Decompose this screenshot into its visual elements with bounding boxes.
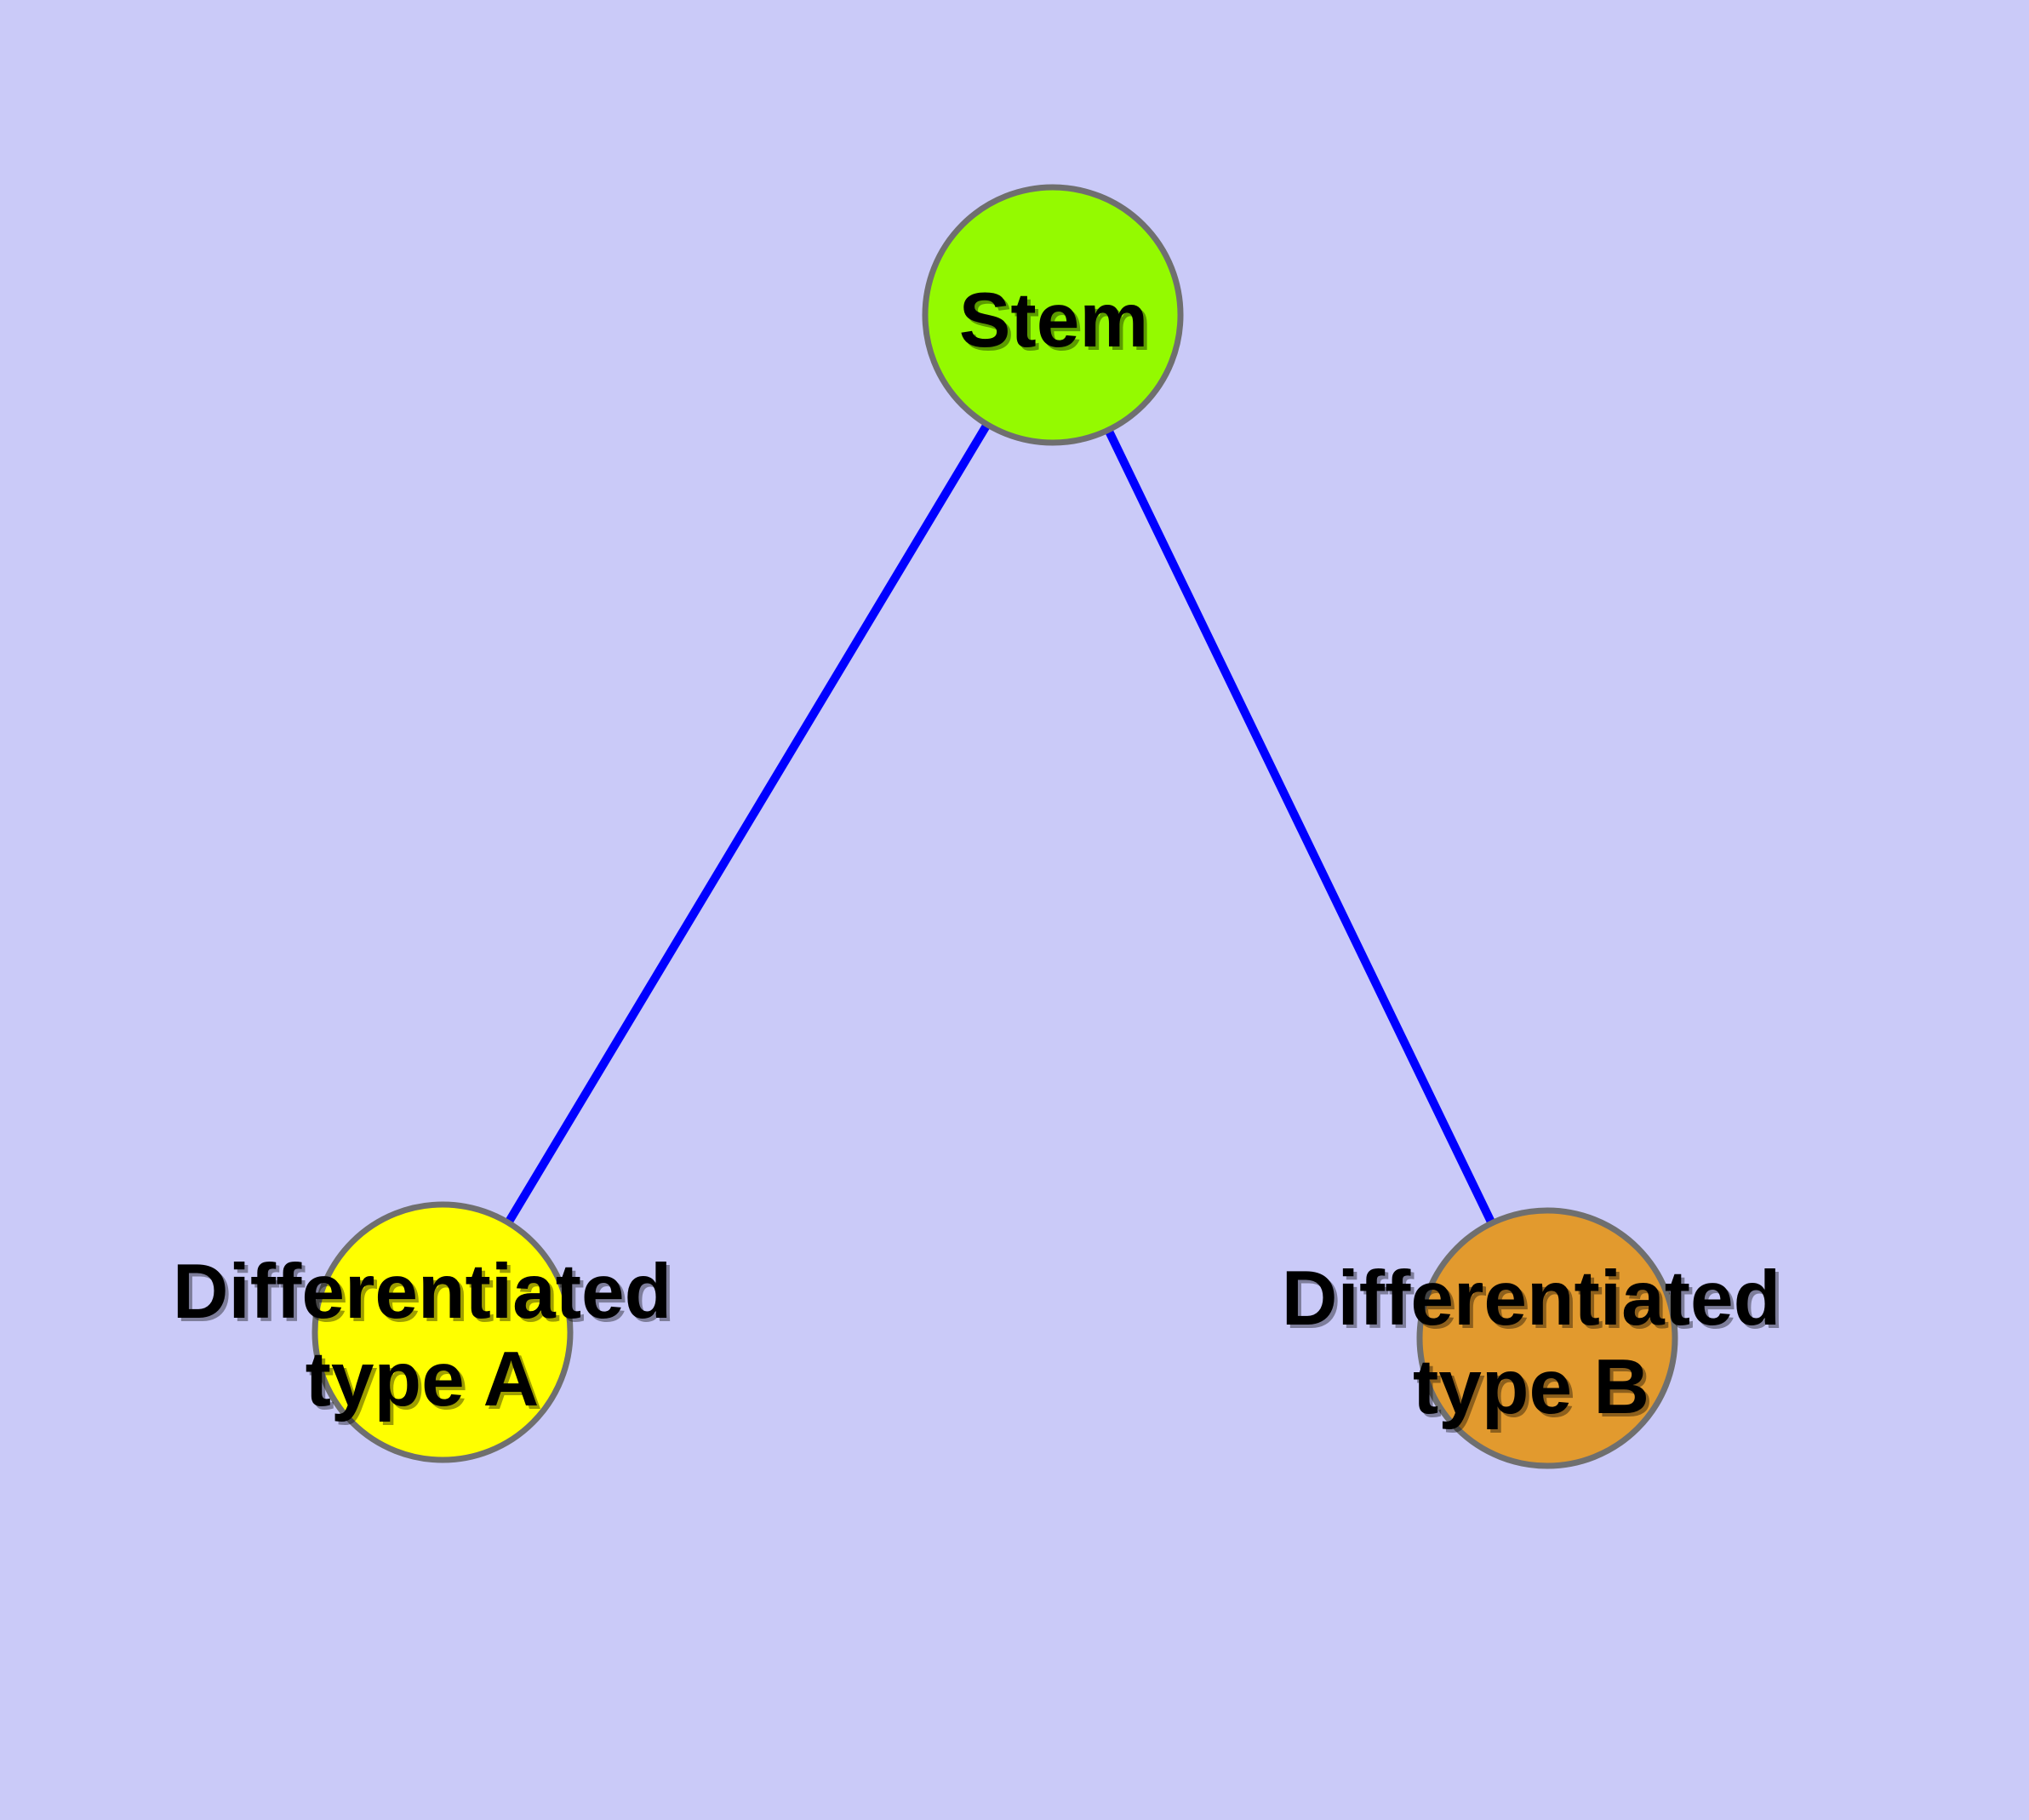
node-label-type-a-line1-shadow: Differentiated [176,1252,676,1338]
node-label-type-a-line2: type A [306,1336,540,1422]
node-label-type-b-line2-shadow: type B [1416,1348,1653,1434]
node-label-type-b-line1-shadow: Differentiated [1285,1259,1785,1345]
node-label-type-b-line1: Differentiated [1282,1256,1781,1342]
node-differentiated-type-b [1416,1207,1678,1469]
node-label-type-b-line2: type B [1413,1344,1649,1430]
node-label-stem-shadow: Stem [963,281,1152,367]
edge-stem-to-type-a [438,312,1057,1335]
node-label-type-a-line1: Differentiated [173,1249,672,1335]
edge-stem-to-type-b [1049,312,1552,1341]
node-label-type-a-line2-shadow: type A [309,1340,543,1426]
node-differentiated-type-a [311,1201,574,1463]
node-stem [922,184,1184,446]
node-label-stem: Stem [959,278,1149,363]
